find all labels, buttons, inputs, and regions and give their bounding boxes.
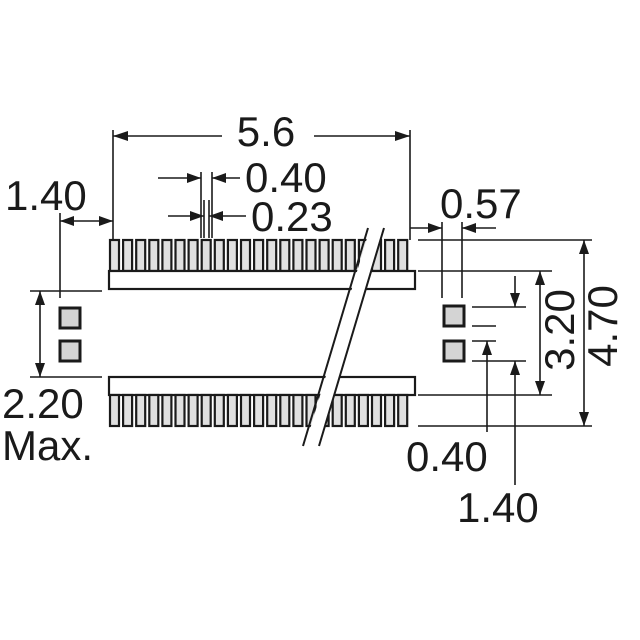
dim-pad-pitch: 1.40 (457, 276, 539, 531)
top-row-pin (226, 238, 238, 273)
top-row-pin (108, 238, 121, 273)
top-row-pin (135, 238, 147, 273)
top-row-pin (384, 238, 396, 273)
right-guide-pad-lower (442, 339, 466, 363)
left-guide-pad-lower (58, 339, 82, 363)
top-row-pin (305, 238, 317, 273)
top-row-pin (187, 238, 199, 273)
pad-pitch-label: 1.40 (457, 484, 539, 531)
bottom-row-pin (331, 393, 343, 428)
dim-overall-span: 5.6 (112, 108, 411, 240)
bottom-row-pin (384, 393, 396, 428)
top-row-pin (213, 238, 225, 273)
top-row-pin (292, 238, 304, 273)
top-row-pin (174, 238, 186, 273)
bottom-row-pin (279, 393, 291, 428)
bottom-row-pin (266, 393, 278, 428)
pin-width-label: 0.23 (251, 193, 333, 240)
top-row-pin (161, 238, 173, 273)
left-guide-pad-upper (58, 306, 82, 330)
top-housing-strip (107, 269, 417, 291)
overall-span-label: 5.6 (237, 108, 295, 155)
bottom-row-pin (357, 393, 369, 428)
bottom-row-pin (148, 393, 160, 428)
dim-side-pad-offset: 0.57 (410, 180, 522, 298)
bottom-row-pin (135, 393, 147, 428)
bottom-row-pin (108, 393, 121, 428)
bottom-row-pin (239, 393, 252, 428)
pad-gap-label: 2.20 (2, 380, 84, 427)
bottom-row-pin (187, 393, 199, 428)
top-row-pin (148, 238, 160, 273)
dim-pad-size: 0.40 (406, 325, 496, 480)
bottom-row-pin (174, 393, 186, 428)
dim-pad-gap: 2.20 Max. (2, 290, 102, 469)
top-row-pin (344, 238, 356, 273)
dim-pitch: 0.40 (158, 154, 327, 238)
edge-offset-label: 1.40 (5, 172, 87, 219)
pad-size-label: 0.40 (406, 433, 488, 480)
bottom-row-pin (121, 393, 134, 428)
bottom-housing-strip (107, 375, 417, 397)
top-row-pin (266, 238, 278, 273)
row-spacing-label: 3.20 (536, 289, 583, 371)
bottom-row-pin (253, 393, 265, 428)
top-row-pin (200, 238, 212, 273)
bottom-row-pin (370, 393, 383, 428)
overall-height-label: 4.70 (579, 285, 626, 367)
dim-edge-offset-left: 1.40 (5, 172, 113, 298)
break-lines (302, 227, 385, 447)
bottom-row-pin (397, 393, 409, 428)
dim-row-spacing: 3.20 (418, 270, 583, 396)
dim-pin-width: 0.23 (168, 193, 333, 240)
top-row-pin (239, 238, 252, 273)
top-row-pin (121, 238, 134, 273)
bottom-row-pin (226, 393, 238, 428)
top-row-pin (331, 238, 343, 273)
bottom-row-pin (344, 393, 356, 428)
bottom-row-pin (161, 393, 173, 428)
top-row-pin (397, 238, 409, 273)
side-pad-offset-label: 0.57 (440, 180, 522, 227)
right-guide-pad-upper (442, 304, 466, 328)
dim-overall-height: 4.70 (418, 239, 626, 427)
pitch-label: 0.40 (245, 154, 327, 201)
top-row-pin (318, 238, 330, 273)
bottom-row-pin (200, 393, 212, 428)
top-row-pin (253, 238, 265, 273)
top-row-pin (279, 238, 291, 273)
bottom-row-pin (292, 393, 304, 428)
bottom-pin-row (108, 393, 409, 428)
bottom-row-pin (213, 393, 225, 428)
pad-gap-suffix: Max. (2, 422, 93, 469)
